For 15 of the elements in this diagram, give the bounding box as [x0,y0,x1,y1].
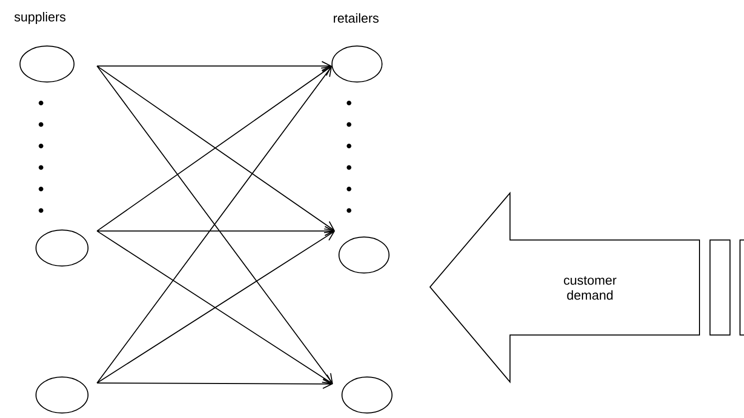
arrow [96,61,332,71]
node-ellipse [342,376,392,414]
block-arrow [429,192,700,384]
column-label: suppliers [14,12,66,24]
column-label: retailers [334,13,379,23]
arrow [96,226,335,236]
node-ellipse [36,230,88,266]
arrow [96,378,333,389]
node-ellipse [332,46,382,82]
node-ellipse [338,236,390,274]
node-ellipse [36,376,88,414]
node-ellipse [20,46,74,82]
arrow-label: customer demand [564,276,616,300]
bar [740,240,744,336]
bar [710,240,730,336]
